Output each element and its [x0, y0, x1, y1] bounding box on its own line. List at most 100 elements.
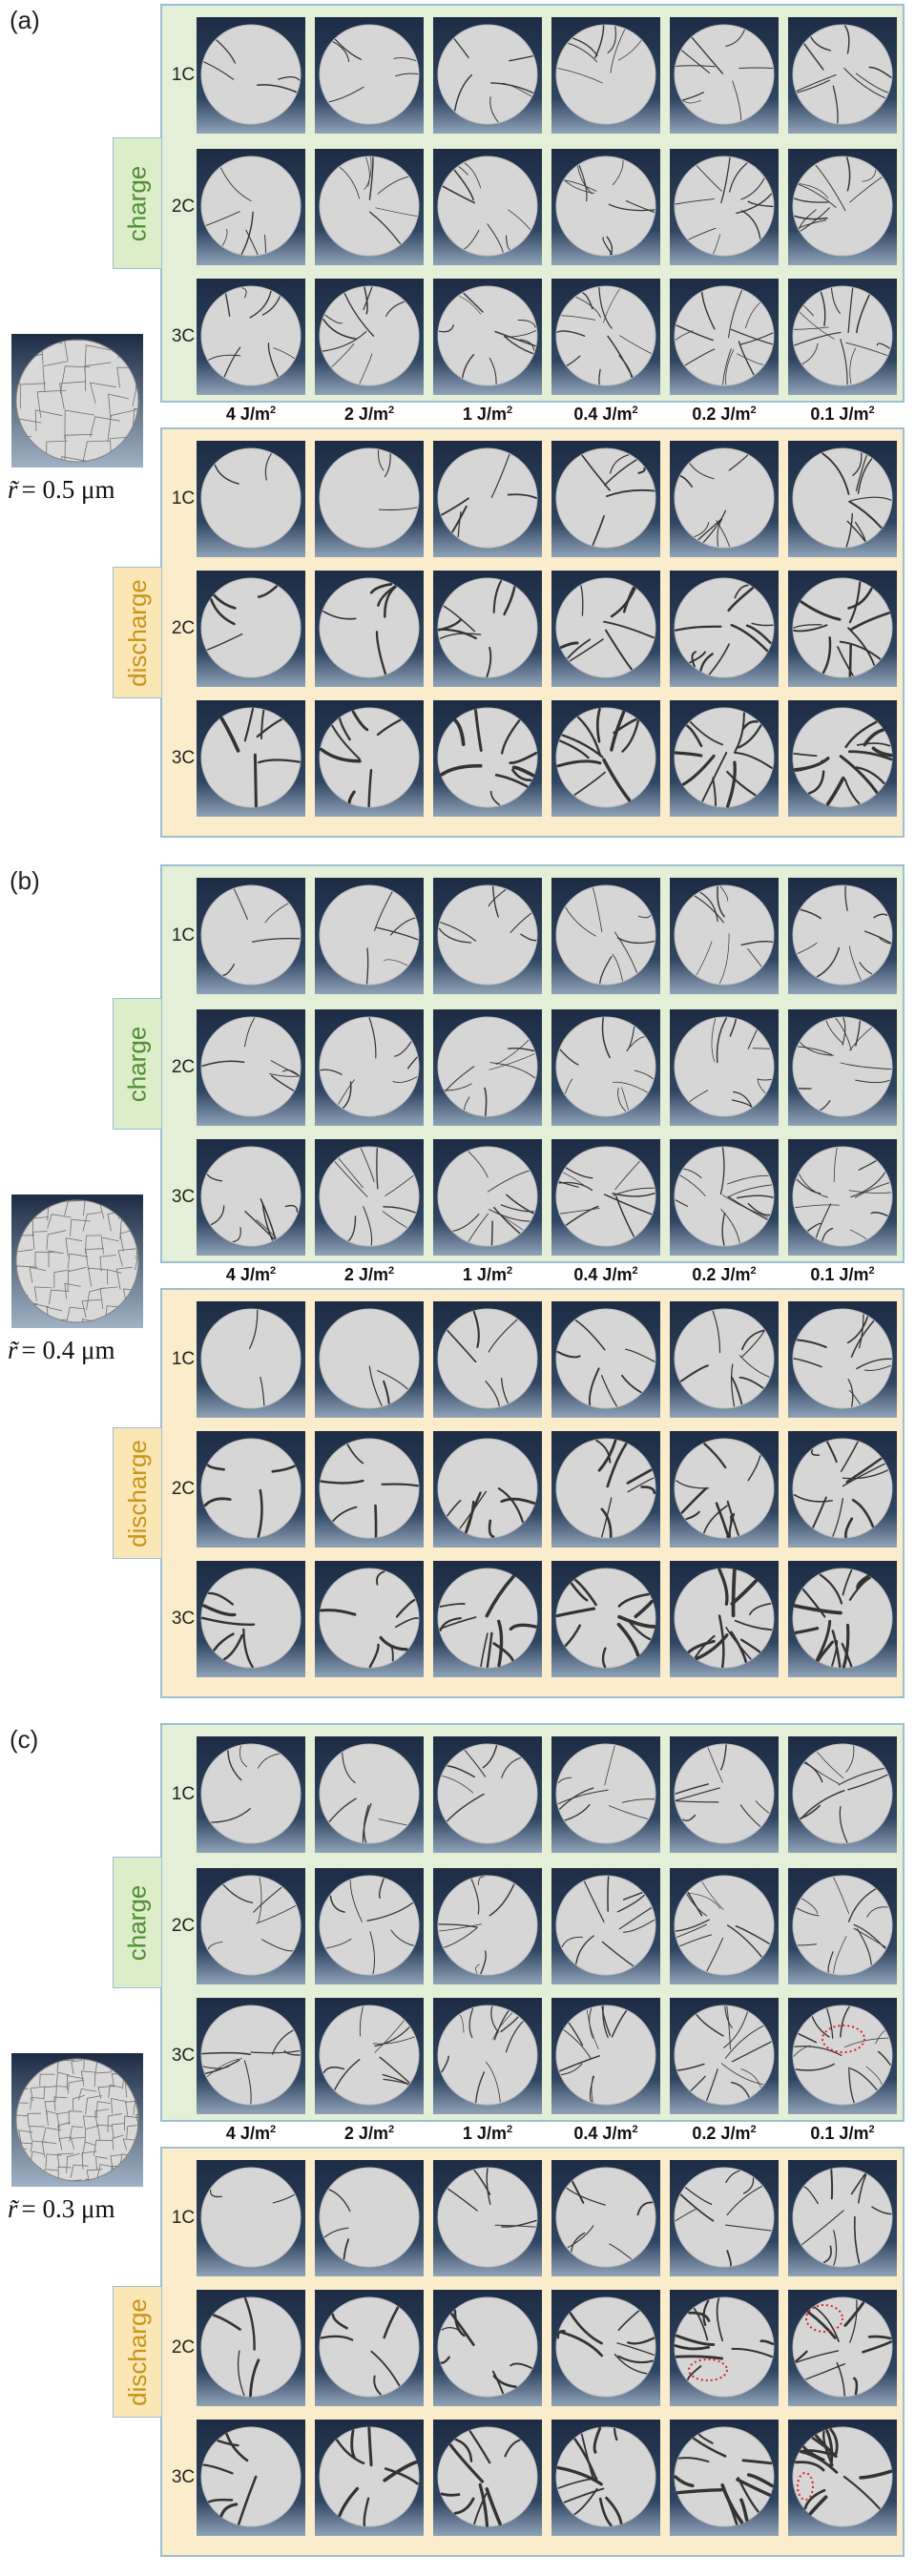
charge-tile-2c-5	[670, 1868, 779, 1984]
crack-line	[793, 1494, 833, 1503]
charge-tile-1c-5	[670, 878, 779, 994]
crack-line	[806, 2311, 837, 2339]
crack-line	[607, 335, 634, 378]
crack-line	[794, 215, 828, 220]
charge-tile-1c-1	[197, 878, 305, 994]
crack-line	[844, 885, 848, 911]
charge-tile-2c-5	[670, 1009, 779, 1126]
crack-line	[826, 1441, 838, 1464]
crack-line	[438, 324, 454, 333]
crack-line	[322, 2067, 345, 2074]
crack-line	[610, 587, 636, 618]
crack-line	[441, 2055, 449, 2073]
particle-circle	[319, 1308, 420, 1409]
crack-line	[866, 1906, 888, 1918]
crack-line	[675, 1787, 720, 1801]
rate-label-1c: 1C	[171, 488, 196, 509]
crack-line	[492, 579, 503, 613]
crack-line	[448, 2443, 485, 2483]
crack-line	[699, 891, 718, 923]
crack-line	[377, 449, 385, 471]
charge-tile-1c-4	[551, 1736, 660, 1853]
discharge-tile-1c-2	[315, 1301, 424, 1418]
particle-circle	[437, 285, 538, 386]
discharge-tile-1c-3	[433, 2160, 542, 2276]
crack-line	[844, 1517, 854, 1539]
crack-line	[445, 1066, 475, 1092]
crack-line	[558, 1787, 594, 1810]
crack-line	[601, 2005, 612, 2036]
crack-line	[636, 2201, 654, 2216]
crack-line	[720, 1744, 727, 1771]
crack-line	[675, 1783, 709, 1795]
crack-line	[376, 1570, 385, 1586]
crack-line	[489, 1209, 530, 1222]
crack-line	[264, 453, 272, 481]
crack-line	[676, 65, 716, 68]
crack-line	[849, 2299, 858, 2343]
particle-circle	[319, 285, 420, 386]
crack-line	[556, 1350, 581, 1359]
particle-circle	[555, 2426, 656, 2527]
crack-line	[489, 1053, 535, 1070]
crack-line	[490, 453, 510, 498]
crack-line	[691, 36, 724, 74]
crack-line	[482, 1745, 498, 1769]
crack-line	[686, 1893, 708, 1917]
crack-line	[457, 510, 462, 538]
crack-line	[628, 1620, 652, 1641]
crack-line	[755, 1800, 770, 1814]
crack-line	[241, 287, 247, 299]
crack-line	[517, 319, 536, 328]
crack-line	[616, 2342, 655, 2356]
rate-label-1c: 1C	[171, 65, 196, 85]
crack-line	[594, 25, 605, 59]
crack-line	[681, 754, 716, 786]
crack-line	[559, 1049, 579, 1066]
charge-tile-3c-4	[551, 1998, 660, 2114]
crack-line	[368, 1017, 377, 1059]
crack-line	[500, 1497, 535, 1505]
crack-line	[377, 585, 397, 607]
crack-line	[840, 1062, 892, 1070]
crack-line	[395, 73, 419, 77]
crack-line	[556, 330, 586, 337]
crack-line	[378, 1818, 407, 1826]
crack-line	[573, 1578, 597, 1607]
crack-line	[322, 319, 358, 340]
crack-line	[793, 624, 828, 633]
discharge-tile-2c-4	[551, 571, 660, 687]
charge-tile-1c-3	[433, 1736, 542, 1853]
crack-line	[324, 314, 343, 324]
particle-circle	[555, 1308, 656, 1409]
crack-line	[334, 1161, 368, 1197]
crack-line	[243, 2060, 252, 2105]
charge-tile-1c-6	[788, 878, 897, 994]
crack-line	[735, 1924, 770, 1945]
crack-line	[720, 2063, 764, 2086]
crack-line	[376, 1148, 379, 1190]
crack-line	[207, 1591, 234, 1606]
crack-line	[734, 1619, 773, 1631]
crack-line	[365, 947, 369, 985]
crack-line	[687, 2365, 702, 2380]
crack-line	[798, 1046, 833, 1055]
crack-line	[489, 790, 501, 806]
crack-line	[375, 926, 419, 941]
crack-line	[839, 755, 879, 794]
grain-structure-image	[11, 334, 143, 467]
crack-line	[816, 946, 841, 978]
particle-circle	[674, 156, 775, 257]
rate-label-1c: 1C	[171, 2208, 196, 2228]
discharge-tile-2c-5	[670, 1431, 779, 1548]
crack-line	[696, 2014, 724, 2037]
crack-line	[835, 1018, 852, 1051]
discharge-tile-2c-6	[788, 1431, 897, 1548]
crack-line	[793, 326, 829, 330]
crack-line	[693, 2307, 709, 2341]
crack-line	[676, 324, 715, 342]
crack-line	[717, 1614, 725, 1669]
rate-label-3c: 3C	[171, 1187, 196, 1207]
particle-circle	[200, 156, 302, 257]
crack-line	[563, 2029, 592, 2059]
